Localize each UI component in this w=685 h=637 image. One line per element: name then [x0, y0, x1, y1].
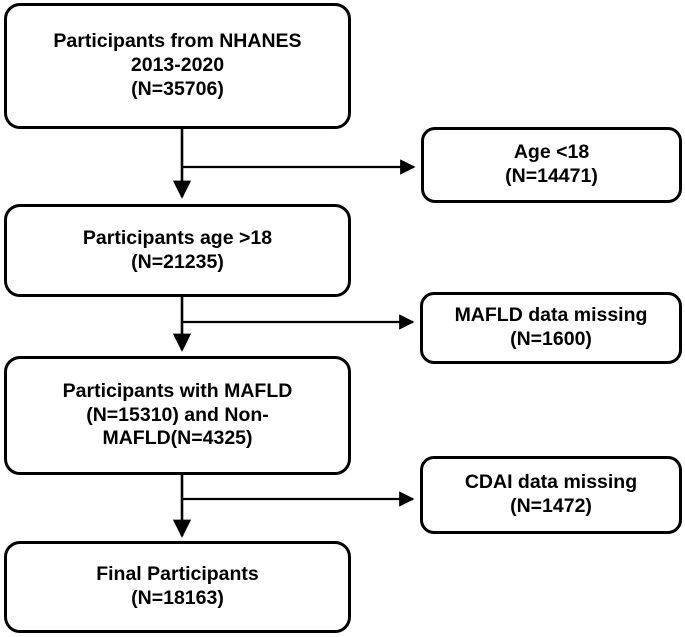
node-exclusion-mafld-data-line-2: (N=1600) [510, 328, 592, 350]
node-source-line-1: Participants from NHANES [53, 30, 302, 53]
node-exclusion-mafld-data[interactable]: MAFLD data missing (N=1600) [420, 292, 682, 364]
node-mafld-groups-line-1: Participants with MAFLD [62, 379, 293, 402]
node-final-participants-line-1: Final Participants [96, 563, 259, 586]
node-adults-line-1: Participants age >18 [82, 226, 273, 249]
node-exclusion-age-line-1: Age <18 [513, 141, 590, 164]
node-source-line-3: (N=35706) [131, 77, 224, 100]
node-exclusion-cdai-data-line-2: (N=1472) [510, 495, 592, 517]
node-adults-line-2: (N=21235) [131, 250, 224, 273]
node-final-participants-line-2: (N=18163) [131, 587, 224, 609]
node-exclusion-age[interactable]: Age <18 (N=14471) [421, 127, 682, 203]
node-exclusion-cdai-data-line-1: CDAI data missing [464, 471, 638, 494]
node-adults[interactable]: Participants age >18 (N=21235) [4, 204, 351, 297]
node-mafld-groups[interactable]: Participants with MAFLD (N=15310) and No… [4, 356, 351, 475]
node-source[interactable]: Participants from NHANES 2013-2020 (N=35… [4, 3, 351, 129]
node-exclusion-age-line-2: (N=14471) [505, 165, 598, 187]
node-mafld-groups-line-2: (N=15310) and Non- [86, 403, 269, 426]
node-final-participants[interactable]: Final Participants (N=18163) [4, 541, 351, 633]
node-exclusion-mafld-data-line-1: MAFLD data missing [454, 304, 648, 327]
node-source-line-2: 2013-2020 [130, 54, 225, 77]
node-mafld-groups-line-3: MAFLD(N=4325) [102, 427, 253, 450]
node-exclusion-cdai-data[interactable]: CDAI data missing (N=1472) [420, 456, 682, 534]
